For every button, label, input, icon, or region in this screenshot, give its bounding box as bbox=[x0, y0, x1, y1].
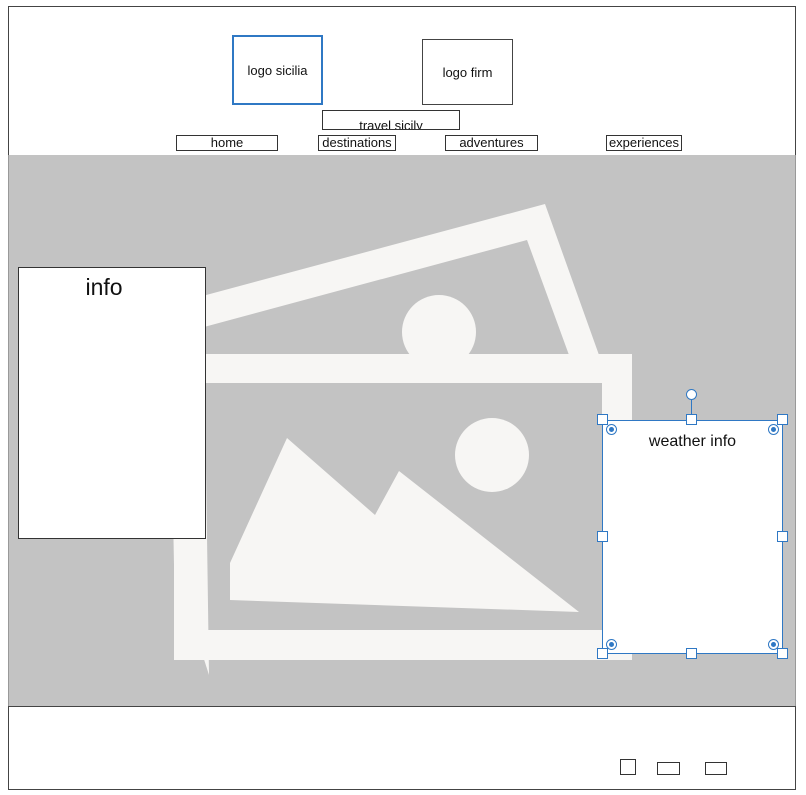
rotation-handle-line bbox=[691, 400, 692, 416]
rectangle-icon-2[interactable] bbox=[705, 762, 727, 775]
square-icon[interactable] bbox=[620, 759, 636, 775]
header bbox=[8, 6, 796, 156]
nav-home[interactable]: home bbox=[176, 135, 278, 151]
resize-handle-left[interactable] bbox=[597, 531, 608, 542]
rotation-handle[interactable] bbox=[686, 389, 697, 400]
resize-handle-bottom[interactable] bbox=[686, 648, 697, 659]
info-title: info bbox=[85, 274, 123, 300]
footer bbox=[8, 706, 796, 790]
nav-adventures[interactable]: adventures bbox=[445, 135, 538, 151]
info-panel[interactable]: info bbox=[18, 267, 206, 539]
logo-sicilia-label: logo sicilia bbox=[247, 62, 308, 78]
nav-experiences[interactable]: experiences bbox=[606, 135, 682, 151]
corner-radius-handle-top-right[interactable] bbox=[768, 424, 779, 435]
corner-radius-handle-bottom-left[interactable] bbox=[606, 639, 617, 650]
nav-destinations[interactable]: destinations bbox=[318, 135, 396, 151]
resize-handle-bottom-left[interactable] bbox=[597, 648, 608, 659]
corner-radius-handle-top-left[interactable] bbox=[606, 424, 617, 435]
weather-panel[interactable]: weather info bbox=[602, 420, 783, 654]
resize-handle-right[interactable] bbox=[777, 531, 788, 542]
logo-sicilia[interactable]: logo sicilia bbox=[232, 35, 323, 105]
resize-handle-bottom-right[interactable] bbox=[777, 648, 788, 659]
corner-radius-handle-bottom-right[interactable] bbox=[768, 639, 779, 650]
site-title[interactable]: travel sicily bbox=[322, 110, 460, 130]
rectangle-icon[interactable] bbox=[657, 762, 680, 775]
logo-firm[interactable]: logo firm bbox=[422, 39, 513, 105]
resize-handle-top-left[interactable] bbox=[597, 414, 608, 425]
resize-handle-top[interactable] bbox=[686, 414, 697, 425]
resize-handle-top-right[interactable] bbox=[777, 414, 788, 425]
logo-firm-label: logo firm bbox=[442, 64, 493, 80]
weather-title: weather info bbox=[648, 433, 737, 450]
